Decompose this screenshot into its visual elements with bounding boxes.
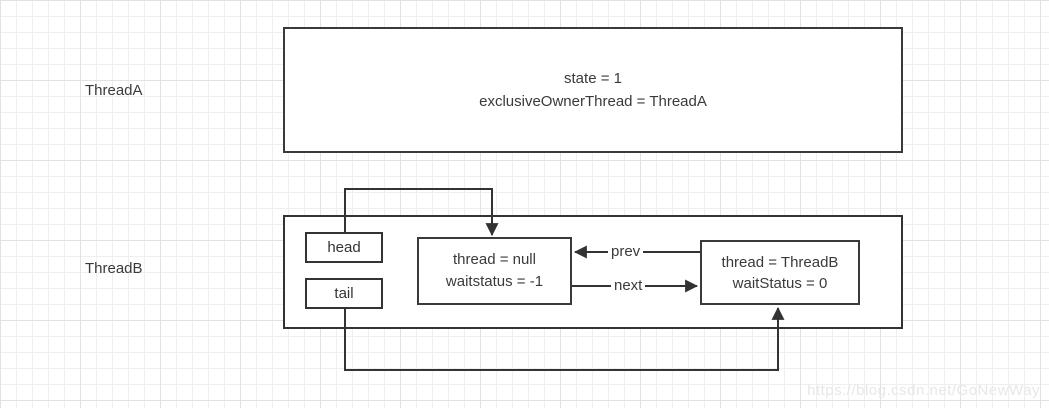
node-threadb-thread-line: thread = ThreadB [721, 253, 839, 271]
sync-state-box: state = 1 exclusiveOwnerThread = ThreadA [283, 27, 903, 153]
head-pointer-label: head [327, 239, 361, 256]
node-threadb-box: thread = ThreadB waitStatus = 0 [700, 240, 860, 305]
thread-a-label: ThreadA [85, 82, 143, 99]
next-arrow-label: next [611, 277, 646, 295]
head-pointer-box: head [305, 232, 383, 263]
tail-pointer-box: tail [305, 278, 383, 309]
node-threadb-waitstatus-line: waitStatus = 0 [732, 274, 828, 292]
thread-b-label: ThreadB [85, 260, 143, 277]
state-line: state = 1 [564, 70, 622, 87]
watermark: https://blog.csdn.net/GoNewWay [807, 382, 1040, 399]
node-null-box: thread = null waitstatus = -1 [417, 237, 572, 305]
node-null-thread-line: thread = null [453, 251, 536, 268]
node-null-waitstatus-line: waitstatus = -1 [445, 273, 544, 290]
exclusive-owner-line: exclusiveOwnerThread = ThreadA [479, 93, 707, 110]
prev-arrow-label: prev [608, 243, 644, 261]
tail-pointer-label: tail [334, 285, 354, 302]
